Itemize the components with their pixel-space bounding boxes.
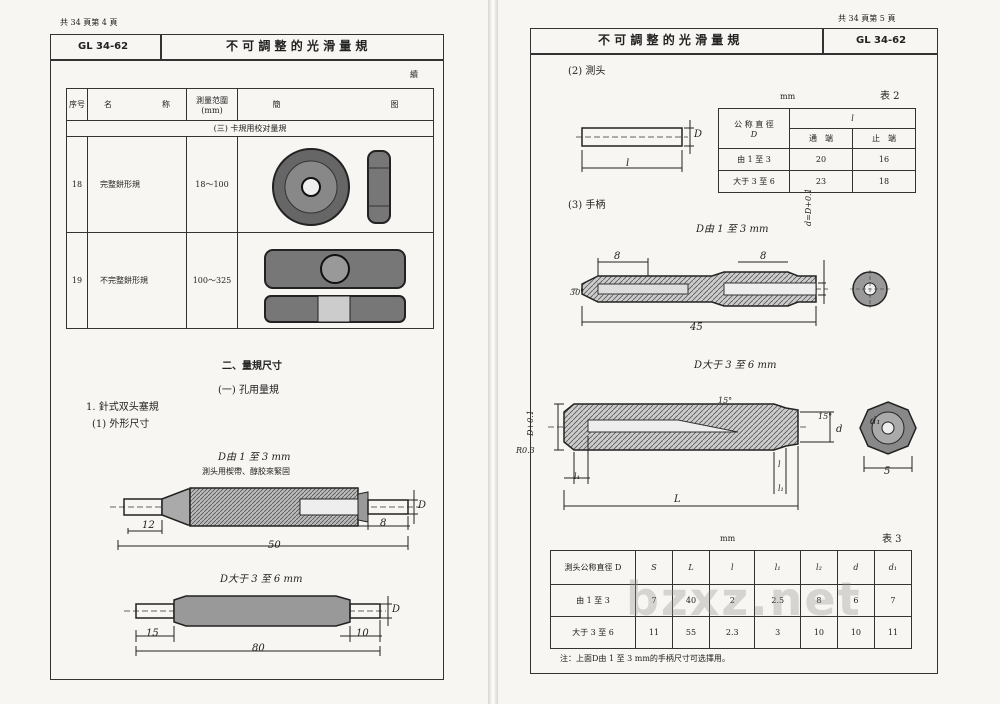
doc-title: 不 可 調 整 的 光 滑 量 規 bbox=[226, 39, 368, 53]
dim-s: 5 bbox=[884, 466, 891, 477]
dim-50: 50 bbox=[268, 540, 281, 551]
doc-code: GL 34-62 bbox=[856, 35, 907, 46]
figure-title: D大于 3 至 6 mm bbox=[220, 574, 303, 585]
dim-d1: d₁ bbox=[870, 416, 881, 427]
table3-cell: 11 bbox=[873, 616, 913, 649]
header-figure: 簡图 bbox=[237, 88, 434, 121]
page-frame bbox=[50, 60, 444, 680]
row-name: 完整餅形規 bbox=[87, 136, 187, 233]
dim-45: 45 bbox=[690, 322, 703, 333]
needle-gauge-drawing-1 bbox=[110, 487, 420, 550]
section-heading: (3) 手柄 bbox=[568, 200, 606, 211]
table-row: 由 1 至 3 7 40 2 2.5 8 6 7 bbox=[550, 584, 913, 617]
table3-label: 表 3 bbox=[882, 534, 902, 545]
dim-D: D bbox=[694, 129, 703, 140]
table3-cell: 6 bbox=[836, 584, 875, 617]
right-page: 共 34 頁第 5 頁 不 可 調 整 的 光 滑 量 規 GL 34-62 (… bbox=[498, 0, 1000, 704]
table3: 測头公称直徑 D S L l l₁ l₂ d d₁ 由 1 至 3 7 40 2… bbox=[550, 550, 913, 649]
table-row: 由 1 至 3 20 16 bbox=[718, 148, 916, 171]
book-gutter bbox=[488, 0, 498, 704]
table2-cell: 18 bbox=[852, 170, 916, 193]
row-range: 100～325 bbox=[186, 232, 238, 329]
needle-gauge-drawing-2 bbox=[124, 595, 392, 656]
probe-drawing bbox=[576, 120, 694, 172]
table3-cell: 10 bbox=[836, 616, 875, 649]
figure-title: D由 1 至 3 mm bbox=[696, 224, 769, 235]
dim-8: 8 bbox=[380, 518, 387, 529]
page-frame bbox=[530, 54, 938, 674]
dim-8: 8 bbox=[614, 251, 621, 262]
handle-drawing-2 bbox=[548, 401, 917, 510]
table3-cell: 大于 3 至 6 bbox=[550, 616, 636, 649]
table3-cell: 11 bbox=[634, 616, 674, 649]
disc-gauge-drawings bbox=[264, 148, 406, 323]
doc-code: GL 34-62 bbox=[78, 41, 129, 52]
page-header bbox=[530, 28, 938, 54]
left-page: 共 34 頁第 4 頁 GL 34-62 不 可 調 整 的 光 滑 量 規 續… bbox=[0, 0, 488, 704]
table3-header: S bbox=[634, 550, 674, 585]
figure-note: 測头用楔帶、醇胶來緊固 bbox=[202, 467, 290, 476]
gauge-table: 序号 名称 測量范圍 (mm) 簡图 (三) 卡規用校对量規 18 完整餅形規 … bbox=[66, 88, 434, 329]
row-name: 不完整餅形規 bbox=[87, 232, 187, 329]
watermark: bzxz.net bbox=[626, 572, 862, 626]
table-row: 大于 3 至 6 23 18 bbox=[718, 170, 916, 193]
header-name: 名称 bbox=[87, 88, 187, 121]
table3-cell: 7 bbox=[634, 584, 674, 617]
dim-8: 8 bbox=[760, 251, 767, 262]
dim-L: L bbox=[674, 494, 681, 505]
table3-unit: mm bbox=[720, 534, 736, 543]
header-range: 測量范圍 (mm) bbox=[186, 88, 238, 121]
dim-l: l bbox=[778, 460, 781, 469]
table3-cell: 由 1 至 3 bbox=[550, 584, 636, 617]
dim-10: 10 bbox=[356, 628, 369, 639]
section-heading: (2) 測头 bbox=[568, 66, 606, 77]
item-subheading: (1) 外形尺寸 bbox=[92, 419, 150, 430]
dim-l: l bbox=[626, 158, 630, 169]
dim-l1: l₁ bbox=[778, 484, 784, 493]
section-heading: 二、量規尺寸 bbox=[222, 361, 282, 372]
table3-cell: 55 bbox=[672, 616, 711, 649]
item-heading: 1. 針式双头塞規 bbox=[86, 402, 159, 413]
dim-d: d bbox=[836, 424, 843, 435]
row-range: 18～100 bbox=[186, 136, 238, 233]
table3-cell: 2.3 bbox=[709, 616, 756, 649]
continued-label: 續 bbox=[410, 70, 418, 79]
table3-header: l bbox=[709, 550, 756, 585]
doc-title: 不 可 調 整 的 光 滑 量 規 bbox=[598, 33, 740, 47]
dim-12: 12 bbox=[142, 520, 155, 531]
dim-D: D bbox=[392, 604, 401, 615]
dim-l4: l₄ bbox=[574, 472, 580, 481]
table3-header: l₁ bbox=[754, 550, 801, 585]
subsection-heading: (一) 孔用量規 bbox=[218, 385, 279, 396]
table3-header: d₁ bbox=[873, 550, 913, 585]
figure-title: D大于 3 至 6 mm bbox=[694, 360, 777, 371]
dim-80: 80 bbox=[252, 643, 265, 654]
dim-D-plus: D+0.1 bbox=[526, 410, 535, 436]
page-counter: 共 34 頁第 4 頁 bbox=[60, 18, 118, 27]
table3-header: 測头公称直徑 D bbox=[550, 550, 636, 585]
table2-label: 表 2 bbox=[880, 91, 900, 102]
page-header bbox=[50, 34, 444, 60]
dim-15: 15 bbox=[146, 628, 159, 639]
page-counter: 共 34 頁第 5 頁 bbox=[838, 14, 896, 23]
table2-cell: 23 bbox=[789, 170, 853, 193]
angle-15: 15° bbox=[718, 396, 733, 405]
angle-30: 30° bbox=[570, 288, 585, 297]
figure-title: D由 1 至 3 mm bbox=[218, 452, 291, 463]
footnote: 注：上面D由 1 至 3 mm的手柄尺寸可选擇用。 bbox=[560, 654, 730, 663]
table3-cell: 7 bbox=[873, 584, 913, 617]
table2-unit: mm bbox=[780, 92, 796, 101]
dim-D: D bbox=[418, 500, 427, 511]
table3-cell: 3 bbox=[754, 616, 801, 649]
handle-drawing-1 bbox=[572, 258, 890, 326]
table3-cell: 2.5 bbox=[754, 584, 801, 617]
angle-15: 15° bbox=[818, 412, 833, 421]
radius-label: R0.3 bbox=[516, 446, 535, 455]
table-row: 大于 3 至 6 11 55 2.3 3 10 10 11 bbox=[550, 616, 913, 649]
